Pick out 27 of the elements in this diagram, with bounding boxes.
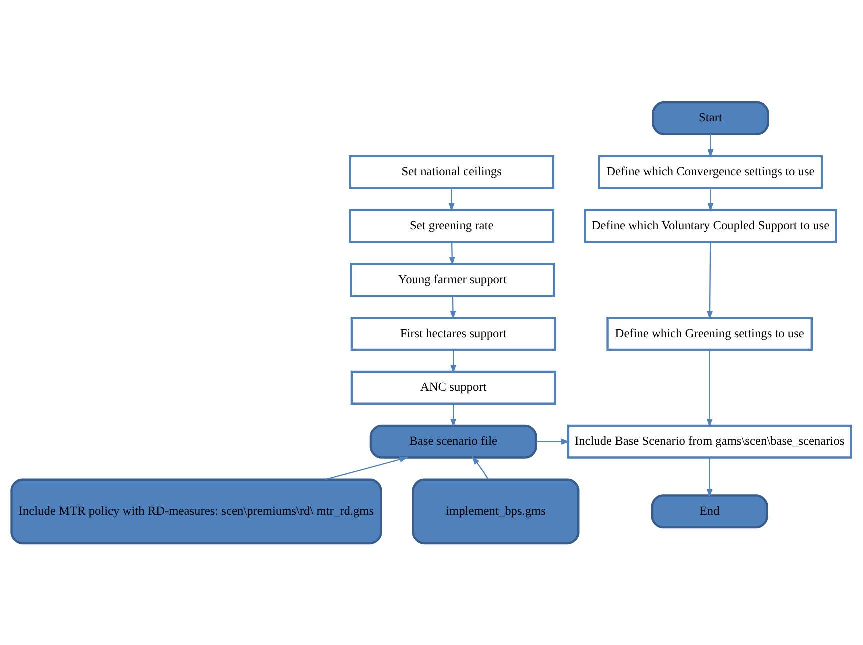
- node-box: Include Base Scenario from gams\scen\base_scenarios: [567, 424, 852, 458]
- arrow: [449, 242, 456, 266]
- arrow: [450, 350, 457, 374]
- node-box: ANC support: [350, 370, 556, 404]
- arrow: [325, 456, 408, 480]
- arrow: [706, 457, 713, 497]
- arrow: [450, 296, 456, 320]
- node-box: Define which Greening settings to use: [606, 316, 813, 351]
- node-box: Base scenario file: [370, 424, 538, 458]
- arrow: [536, 438, 570, 444]
- node-box: End: [651, 494, 768, 528]
- node-box: Young farmer support: [350, 262, 556, 297]
- arrow: [450, 403, 457, 427]
- arrow: [708, 188, 714, 212]
- arrow: [707, 242, 713, 320]
- node-box: Include MTR policy with RD-measures: scen\premiums\rd\ mtr_rd.gms: [10, 478, 382, 544]
- node-box: First hectares support: [350, 316, 556, 351]
- node-box: implement_bps.gms: [412, 478, 580, 544]
- node-box: Define which Convergence settings to use: [598, 154, 824, 189]
- arrow: [448, 188, 455, 212]
- node-box: Define which Voluntary Coupled Support to use: [584, 208, 838, 243]
- node-box: Set national ceilings: [349, 154, 555, 189]
- arrow: [708, 134, 714, 158]
- arrow: [472, 456, 490, 480]
- node-box: Start: [652, 100, 770, 135]
- node-box: Set greening rate: [349, 208, 555, 243]
- arrow: [706, 350, 713, 428]
